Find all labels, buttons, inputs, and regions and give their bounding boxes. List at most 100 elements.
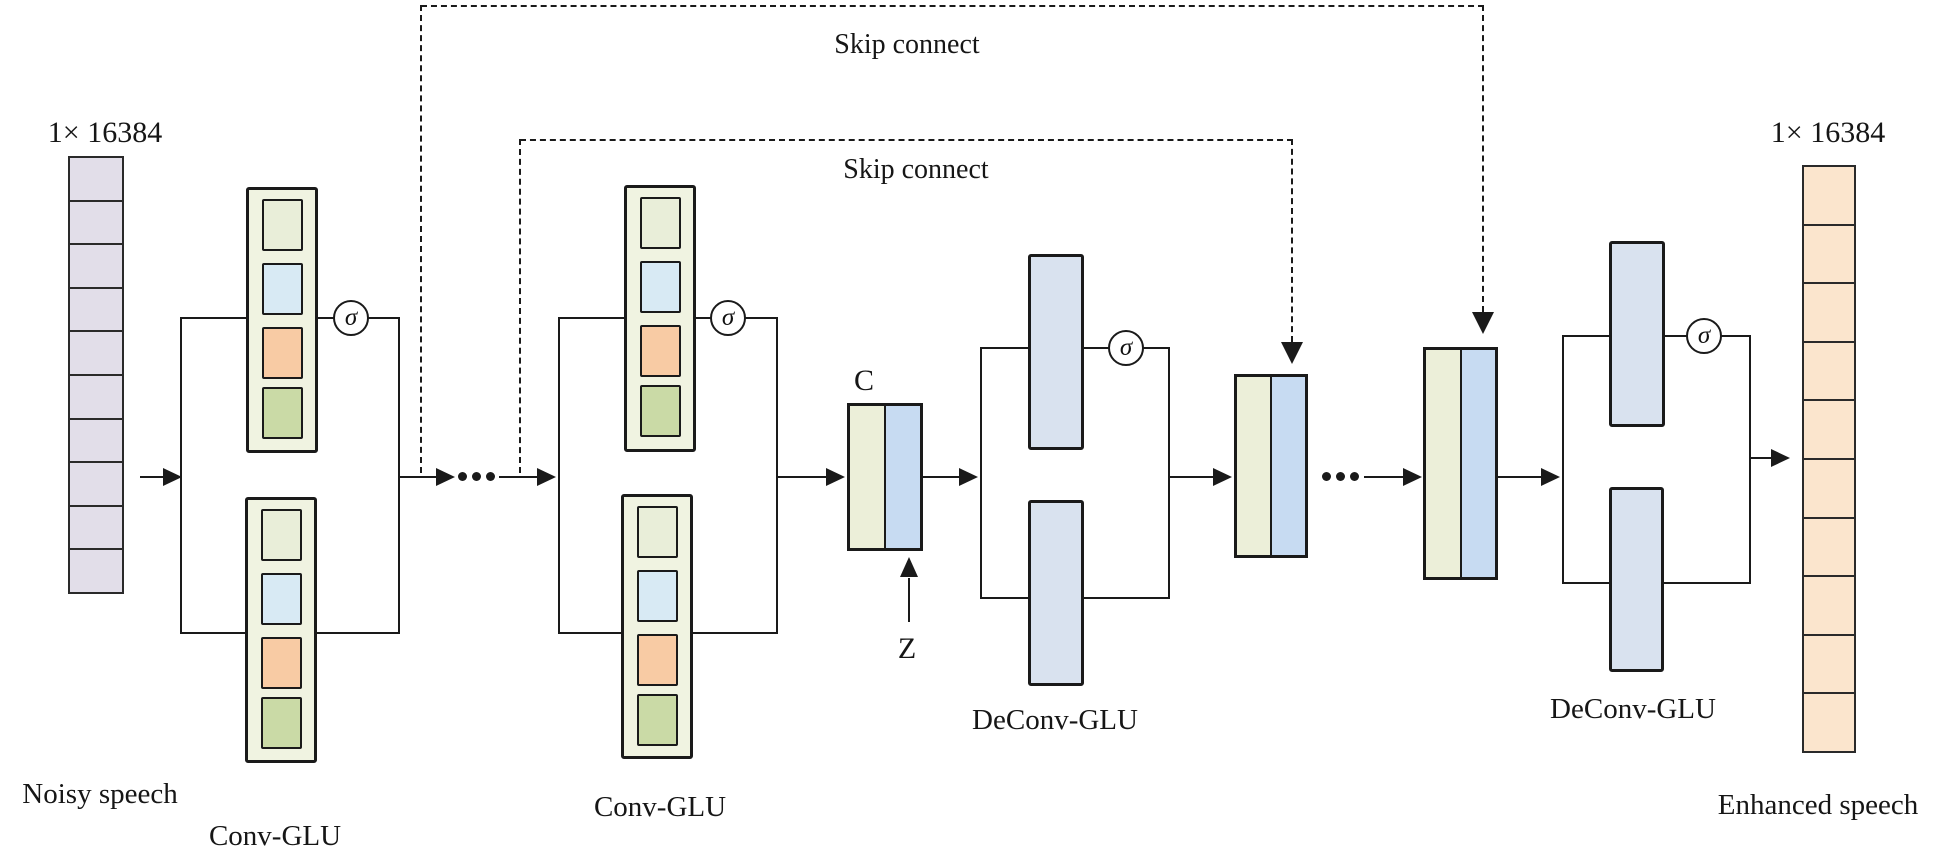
glu-bracket-right bbox=[1749, 335, 1751, 584]
wire bbox=[1749, 457, 1774, 459]
wire bbox=[691, 632, 778, 634]
merge-green-half bbox=[1237, 377, 1272, 555]
waveform-cell bbox=[70, 419, 122, 464]
wire bbox=[923, 476, 961, 478]
skip-outer-line-right bbox=[1482, 5, 1484, 312]
sigmoid-gate-icon: σ bbox=[710, 300, 746, 336]
waveform-cell bbox=[70, 288, 122, 333]
ellipsis-dot bbox=[1322, 472, 1331, 481]
deconv-glu2-lower-block bbox=[1609, 487, 1664, 672]
glu-bracket-right bbox=[776, 317, 778, 634]
arrowhead-icon bbox=[537, 468, 556, 486]
waveform-cell bbox=[1804, 518, 1854, 578]
wire bbox=[980, 347, 1030, 349]
deconv-glu-label-1: DeConv-GLU bbox=[972, 704, 1138, 736]
wire bbox=[1663, 582, 1751, 584]
enhanced-speech-column bbox=[1802, 165, 1856, 753]
noisy-speech-column bbox=[68, 156, 124, 594]
wire bbox=[368, 317, 400, 319]
ellipsis-dot bbox=[1336, 472, 1345, 481]
skip-connect-label-outer: Skip connect bbox=[834, 29, 980, 60]
waveform-cell bbox=[70, 158, 122, 202]
waveform-cell bbox=[1804, 167, 1854, 226]
wire bbox=[1562, 582, 1611, 584]
waveform-cell bbox=[1804, 401, 1854, 460]
concat-green-half bbox=[850, 406, 886, 548]
wire bbox=[180, 317, 248, 319]
wire bbox=[180, 632, 247, 634]
skip-merge-block-1 bbox=[1234, 374, 1308, 558]
arrowhead-icon bbox=[1771, 449, 1790, 467]
arrowhead-icon bbox=[163, 468, 182, 486]
feature-map-green-pale bbox=[262, 199, 303, 251]
arrowhead-icon bbox=[1403, 468, 1422, 486]
feature-map-blue bbox=[261, 573, 302, 625]
wire bbox=[1084, 347, 1110, 349]
waveform-cell bbox=[1804, 284, 1854, 343]
glu-bracket-left bbox=[980, 347, 982, 599]
feature-map-green bbox=[637, 694, 678, 746]
waveform-cell bbox=[1804, 577, 1854, 636]
waveform-cell bbox=[1804, 635, 1854, 695]
conv-glu2-lower-block bbox=[621, 494, 693, 759]
merge-green-half bbox=[1426, 350, 1462, 577]
glu-bracket-left bbox=[1562, 335, 1564, 584]
arrowhead-icon bbox=[959, 468, 978, 486]
feature-map-blue bbox=[262, 263, 303, 315]
waveform-cell bbox=[70, 375, 122, 420]
skip-outer-line-left bbox=[420, 5, 422, 473]
waveform-cell bbox=[1804, 342, 1854, 402]
waveform-cell bbox=[70, 332, 122, 376]
conv-glu1-lower-block bbox=[245, 497, 317, 763]
deconv-glu-label-2: DeConv-GLU bbox=[1550, 693, 1716, 725]
wire bbox=[1562, 335, 1611, 337]
arrowhead-icon bbox=[826, 468, 845, 486]
wire bbox=[316, 632, 400, 634]
latent-z-arrowhead-icon bbox=[900, 557, 918, 577]
wire bbox=[1143, 347, 1170, 349]
deconv-glu1-upper-block bbox=[1028, 254, 1084, 450]
wire bbox=[316, 317, 336, 319]
feature-map-green bbox=[262, 387, 303, 439]
sigmoid-gate-icon: σ bbox=[333, 300, 369, 336]
deconv-glu1-lower-block bbox=[1028, 500, 1084, 686]
skip-connect-label-inner: Skip connect bbox=[843, 154, 989, 185]
feature-map-blue bbox=[637, 570, 678, 622]
concat-blue-half bbox=[886, 406, 920, 548]
glu-bracket-left bbox=[180, 317, 182, 634]
waveform-cell bbox=[1804, 225, 1854, 285]
skip-inner-line-right bbox=[1291, 139, 1293, 342]
skip-inner-arrowhead-icon bbox=[1281, 342, 1303, 364]
wire bbox=[140, 476, 166, 478]
input-dimension-label: 1× 16384 bbox=[47, 116, 163, 149]
waveform-cell bbox=[1804, 459, 1854, 519]
skip-outer-line-horizontal bbox=[421, 5, 1484, 7]
feature-map-blue bbox=[640, 261, 681, 313]
conv-glu2-upper-block bbox=[624, 185, 696, 452]
waveform-cell bbox=[70, 463, 122, 507]
feature-map-orange bbox=[637, 634, 678, 686]
conv-glu1-upper-block bbox=[246, 187, 318, 453]
merge-blue-half bbox=[1461, 350, 1495, 577]
wire bbox=[499, 476, 538, 478]
concat-label: C bbox=[853, 364, 874, 397]
skip-outer-arrowhead-icon bbox=[1472, 312, 1494, 334]
feature-map-orange bbox=[640, 325, 681, 377]
feature-map-orange bbox=[261, 637, 302, 689]
feature-map-green-pale bbox=[261, 509, 302, 561]
wire bbox=[745, 317, 778, 319]
noisy-speech-label: Noisy speech bbox=[22, 778, 178, 810]
merge-blue-half bbox=[1272, 377, 1305, 555]
arrowhead-icon bbox=[1213, 468, 1232, 486]
feature-map-orange bbox=[262, 327, 303, 379]
waveform-cell bbox=[70, 245, 122, 289]
waveform-cell bbox=[1804, 694, 1854, 751]
feature-map-green-pale bbox=[640, 197, 681, 249]
glu-bracket-left bbox=[558, 317, 560, 634]
glu-bracket-right bbox=[398, 317, 400, 634]
wire bbox=[776, 476, 827, 478]
skip-inner-line-left bbox=[519, 139, 521, 473]
concat-block bbox=[847, 403, 923, 551]
skip-inner-line-horizontal bbox=[520, 139, 1293, 141]
